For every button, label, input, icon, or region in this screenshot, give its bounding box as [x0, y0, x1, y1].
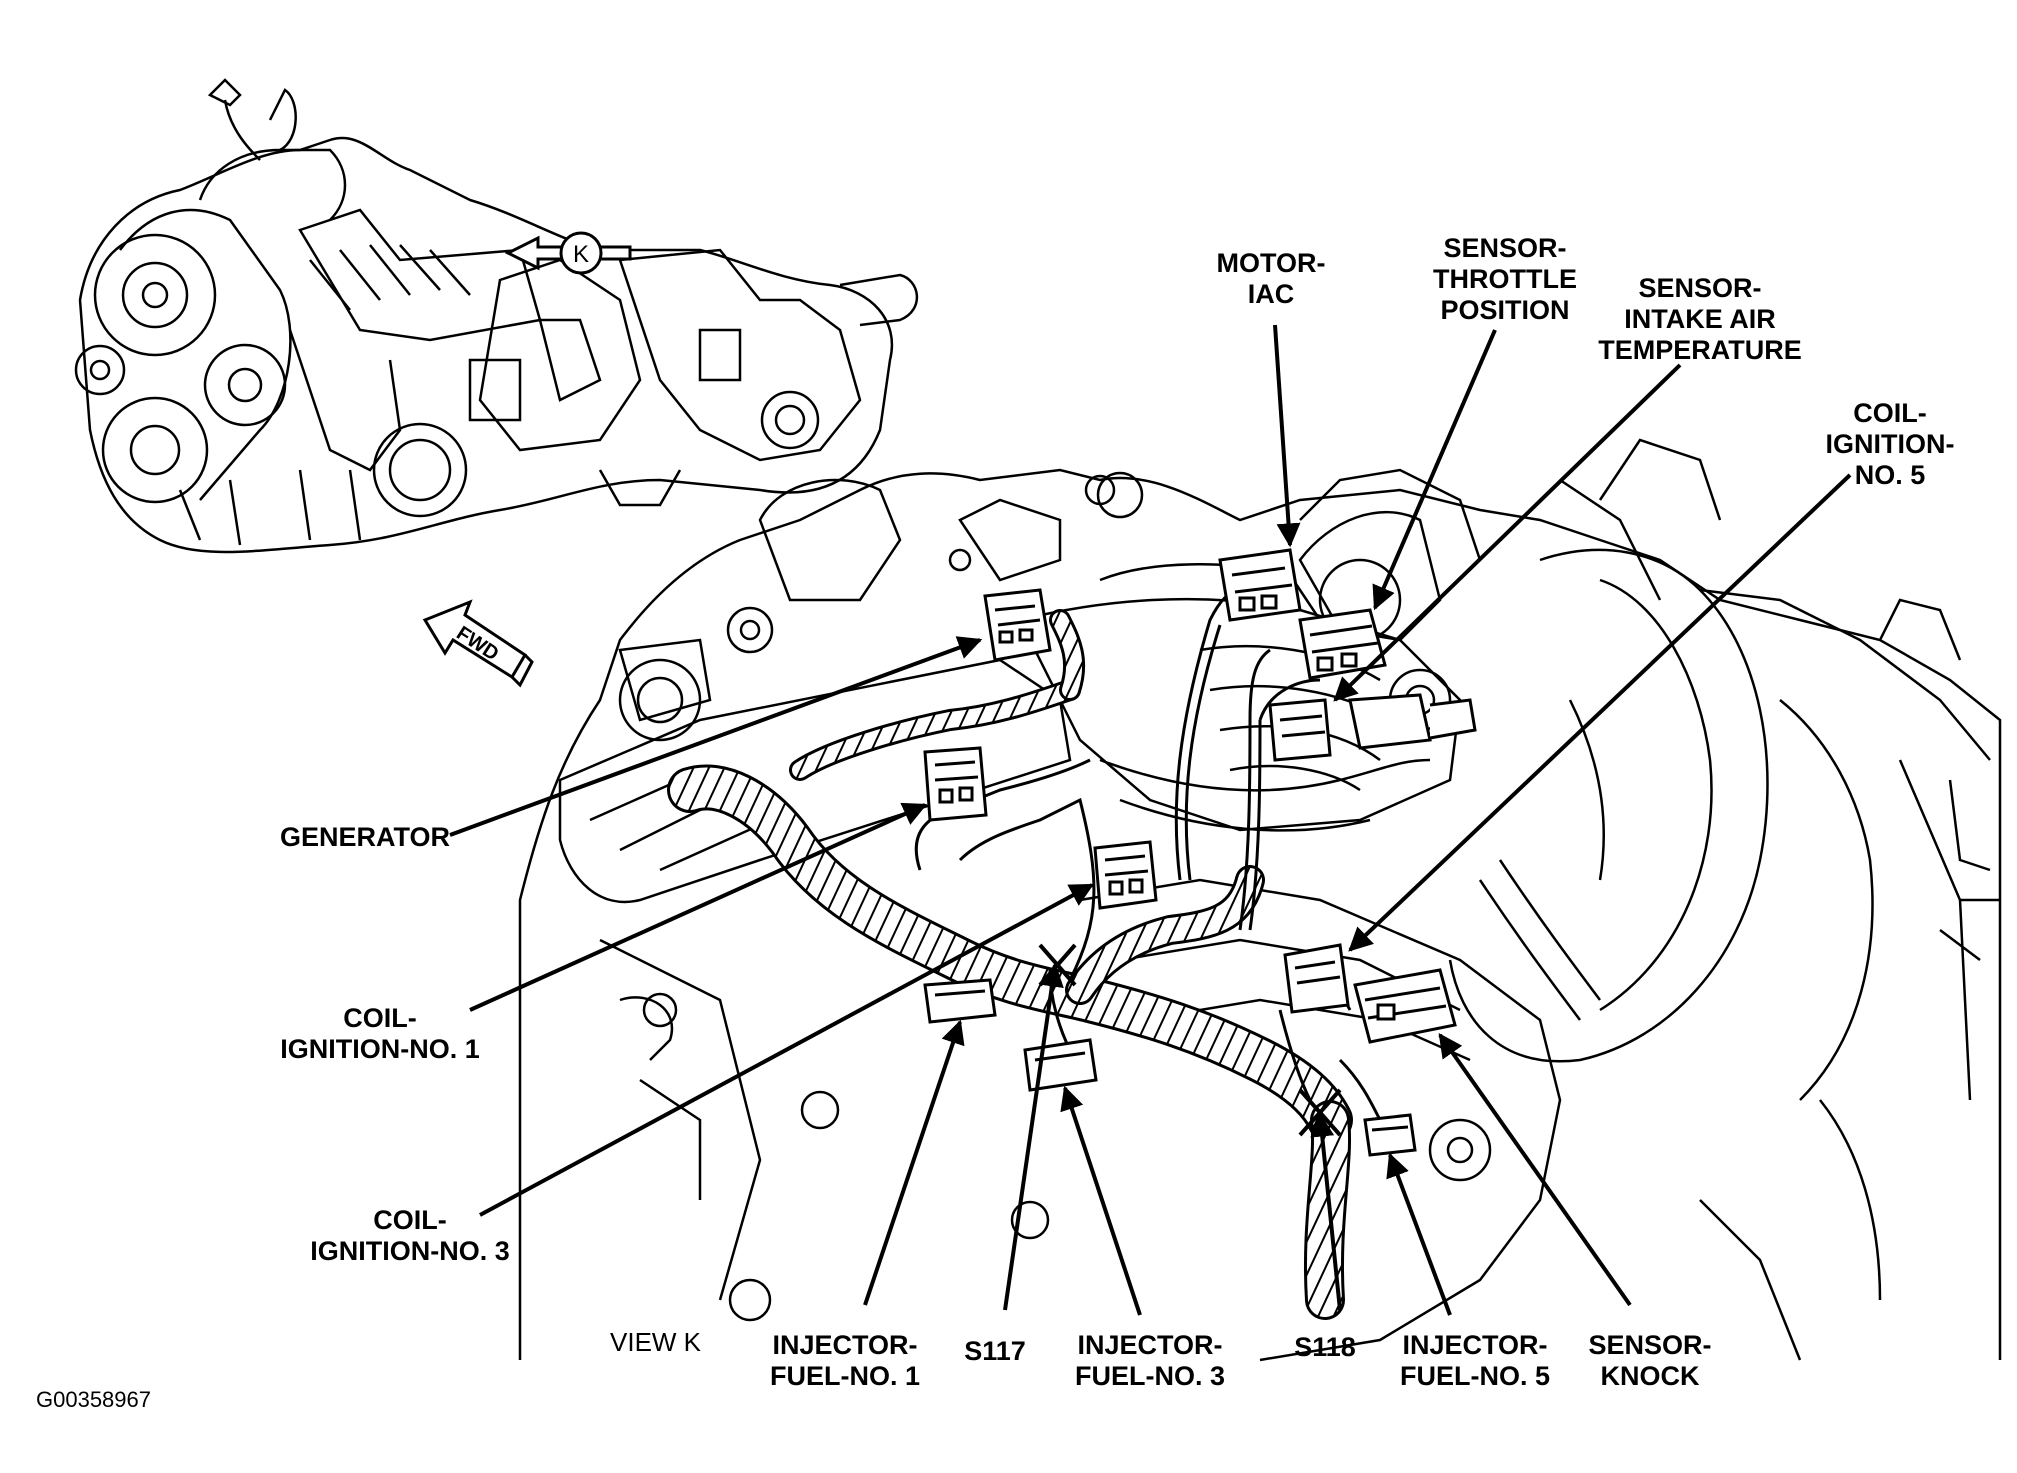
- label-injector-fuel-3: INJECTOR- FUEL-NO. 3: [1074, 1330, 1225, 1391]
- label-s117: S117: [964, 1336, 1026, 1366]
- figure-id: G00358967: [36, 1387, 151, 1412]
- label-coil-ignition-1: COIL- IGNITION-NO. 1: [280, 1003, 480, 1064]
- leader-lines: [449, 324, 1852, 1316]
- view-k-arrow: [504, 231, 632, 275]
- label-sensor-knock: SENSOR- KNOCK: [1588, 1330, 1712, 1391]
- view-arrow-letter: K: [573, 241, 589, 268]
- label-injector-fuel-1: INJECTOR- FUEL-NO. 1: [769, 1330, 920, 1391]
- fwd-arrow: [422, 599, 534, 688]
- label-injector-fuel-5: INJECTOR- FUEL-NO. 5: [1399, 1330, 1550, 1391]
- connector-injector-1: [923, 978, 997, 1024]
- connector-injector-3: [1023, 1038, 1098, 1092]
- label-coil-ignition-5: COIL- IGNITION- NO. 5: [1825, 398, 1955, 490]
- view-label: VIEW K: [610, 1327, 702, 1357]
- label-sensor-intake-air-temperature: SENSOR- INTAKE AIR TEMPERATURE: [1598, 273, 1802, 365]
- connector-generator: [983, 588, 1052, 662]
- connector-injector-5: [1363, 1113, 1417, 1157]
- label-coil-ignition-3: COIL- IGNITION-NO. 3: [310, 1205, 510, 1266]
- connector-iat: [1268, 698, 1332, 762]
- connector-coil-5: [1283, 943, 1350, 1014]
- connectors: [923, 548, 1477, 1157]
- connector-knock: [1353, 968, 1457, 1044]
- connector-iat-sensor-body: [1348, 693, 1477, 750]
- label-sensor-throttle-position: SENSOR- THROTTLE POSITION: [1433, 233, 1577, 325]
- inset-engine-view: [74, 78, 919, 554]
- connector-throttle-position: [1298, 608, 1387, 680]
- label-motor-iac: MOTOR- IAC: [1216, 248, 1326, 309]
- connector-coil-3: [1093, 840, 1158, 910]
- label-s118: S118: [1294, 1332, 1356, 1362]
- connector-motor-iac: [1218, 548, 1302, 622]
- connector-coil-1: [923, 746, 988, 822]
- label-generator: GENERATOR: [279, 822, 450, 852]
